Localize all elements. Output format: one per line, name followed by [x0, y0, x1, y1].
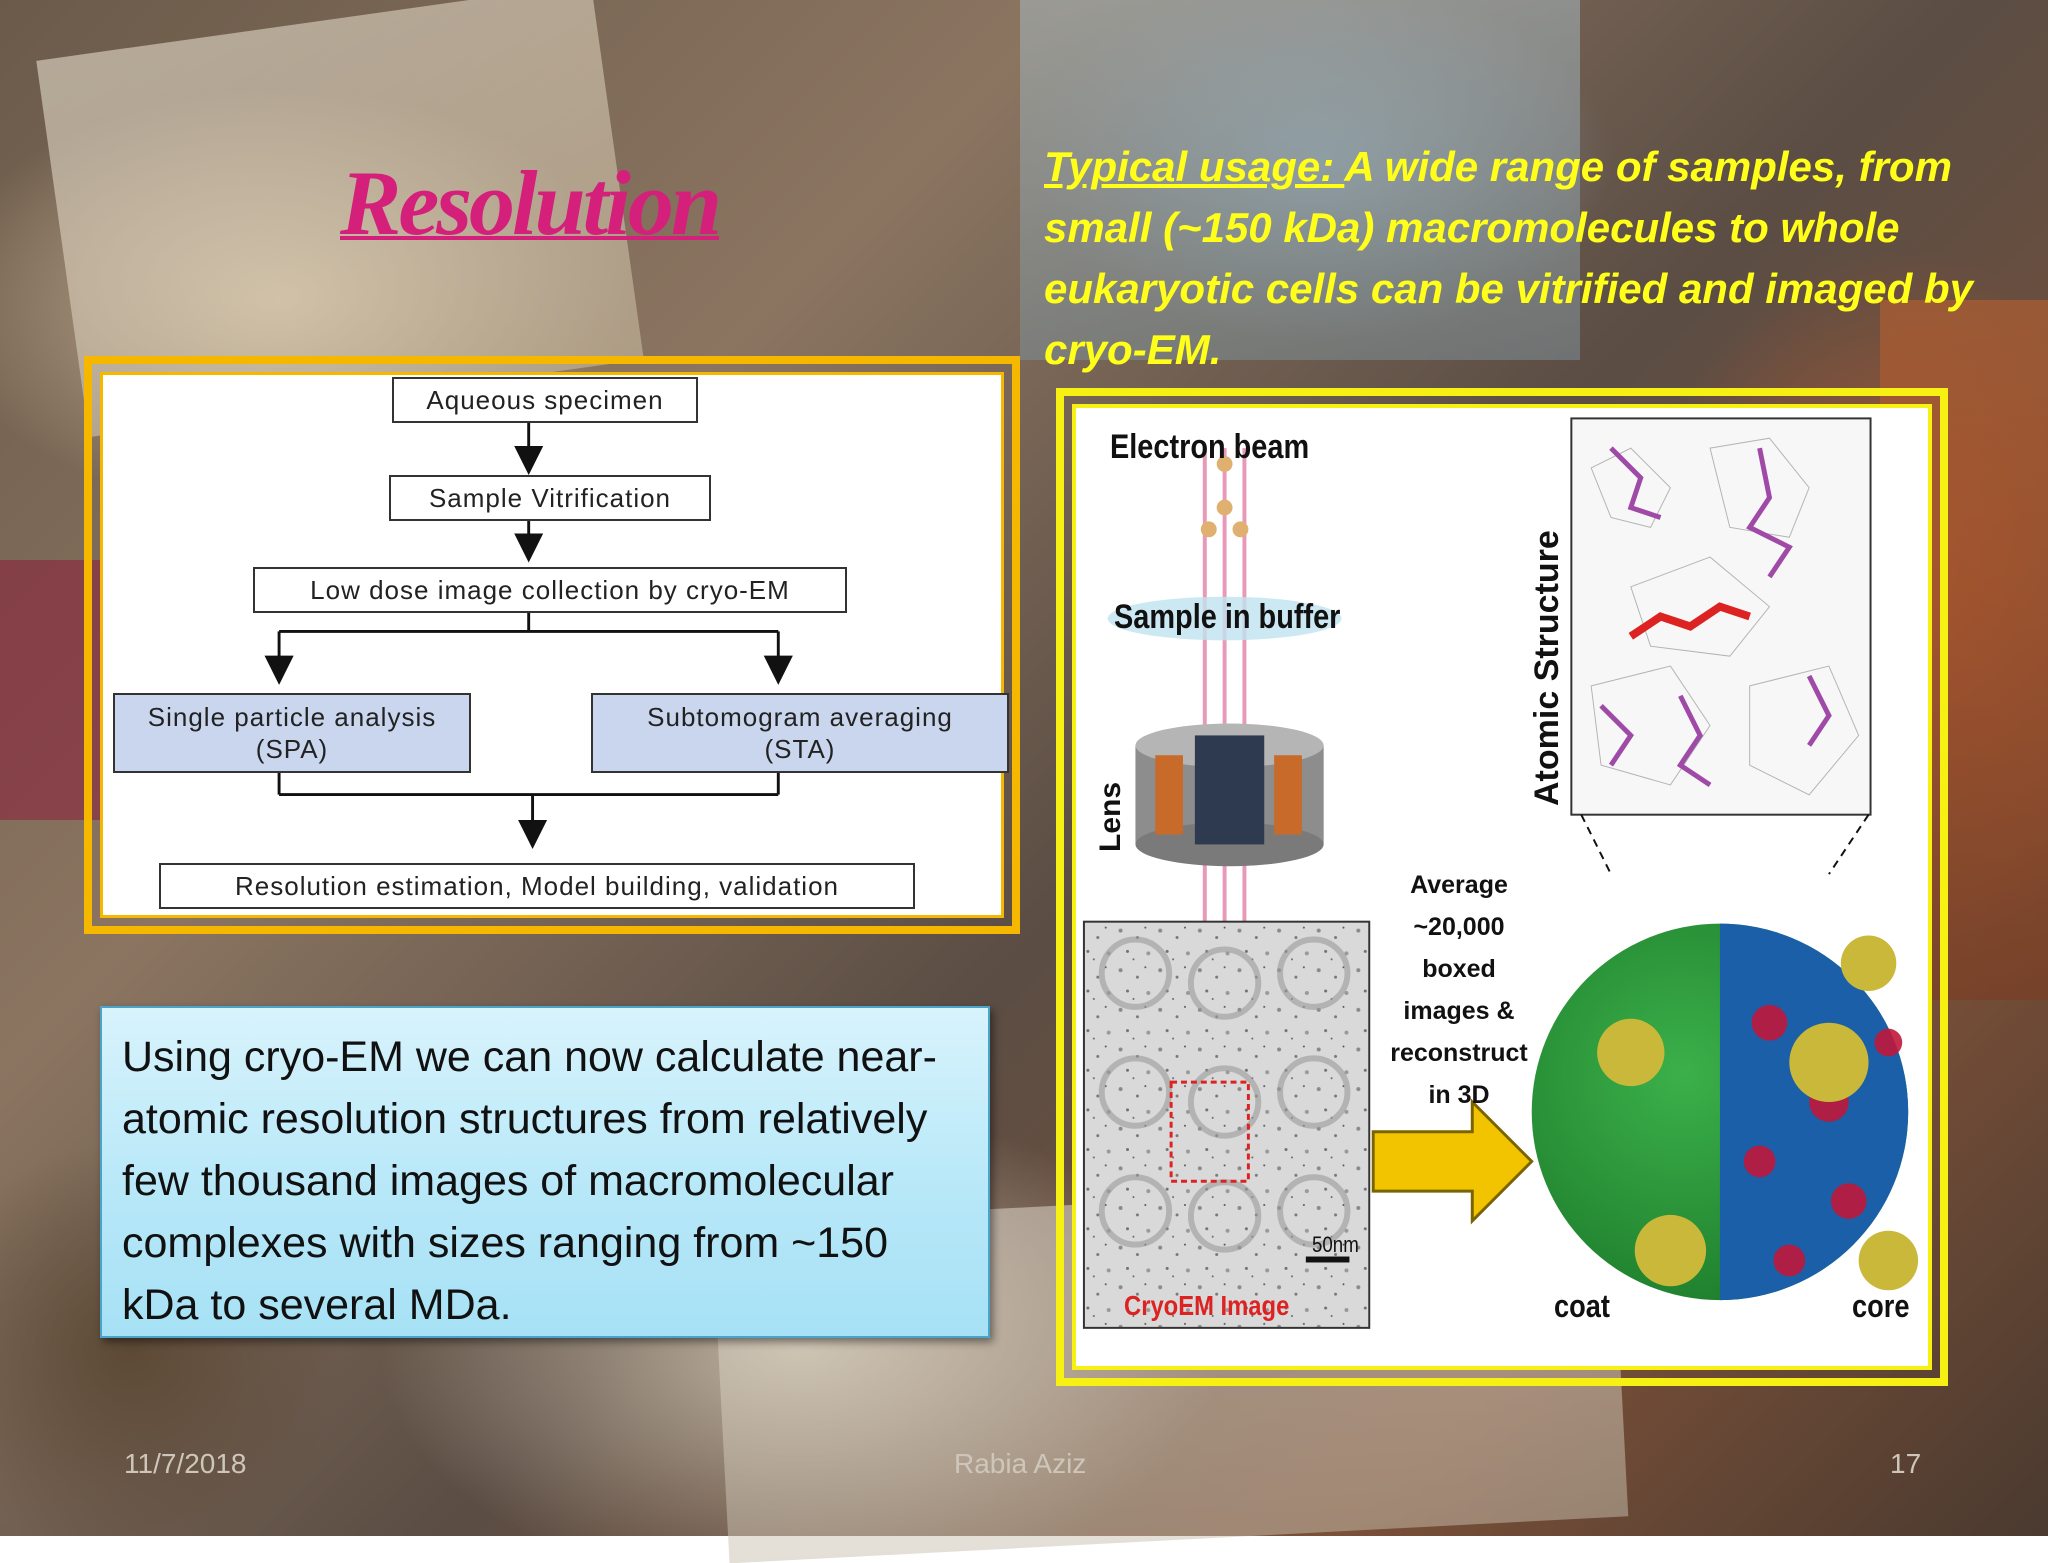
flow-branch-sta: Subtomogram averaging (STA) — [591, 693, 1009, 773]
footer-page-number: 17 — [1890, 1448, 1922, 1479]
slide-title: Resolution — [340, 152, 722, 254]
flow-branch-spa-line1: Single particle analysis — [147, 702, 437, 732]
cryoem-image-label: CryoEM Image — [1124, 1290, 1290, 1321]
atomic-structure-label: Atomic Structure — [1528, 530, 1566, 806]
average-line4: images & — [1403, 997, 1515, 1025]
lens-label: Lens — [1094, 781, 1127, 852]
flow-step-image-collection: Low dose image collection by cryo-EM — [253, 567, 847, 613]
average-line1: Average — [1410, 871, 1508, 899]
flowchart: Aqueous specimen Sample Vitrification Lo… — [100, 372, 1009, 918]
footer-author: Rabia Aziz — [954, 1448, 1087, 1479]
info-text-box: Using cryo-EM we can now calculate near-… — [100, 1006, 990, 1338]
typical-usage-body: A wide range of samples, from small (~15… — [1044, 143, 1974, 373]
scale-bar-label: 50nm — [1312, 1232, 1359, 1257]
core-label: core — [1852, 1288, 1910, 1324]
average-line3: boxed — [1422, 955, 1496, 983]
cryoem-figure-frame: Electron beam Sample in buffer Lens Atom… — [1056, 388, 1948, 1386]
flow-branch-sta-line2: (STA) — [764, 734, 836, 764]
sample-in-buffer-label: Sample in buffer — [1114, 598, 1341, 636]
flow-branch-spa-line2: (SPA) — [255, 734, 329, 764]
flow-step-sample-vitrification: Sample Vitrification — [389, 475, 711, 521]
typical-usage-text: Typical usage: A wide range of samples, … — [1044, 136, 2034, 380]
cryoem-figure-graphic — [1082, 417, 1919, 1329]
flow-step-resolution-estimation: Resolution estimation, Model building, v… — [159, 863, 915, 909]
average-line2: ~20,000 — [1413, 913, 1505, 941]
typical-usage-lead: Typical usage: — [1044, 143, 1345, 190]
flow-branch-spa: Single particle analysis (SPA) — [113, 693, 471, 773]
flowchart-connectors — [264, 420, 793, 849]
flowchart-frame: Aqueous specimen Sample Vitrification Lo… — [84, 356, 1020, 934]
cryoem-figure: Electron beam Sample in buffer Lens Atom… — [1072, 404, 1932, 1370]
footer-date: 11/7/2018 — [124, 1448, 247, 1479]
coat-label: coat — [1554, 1288, 1610, 1324]
average-line5: reconstruct — [1390, 1039, 1528, 1067]
flow-step-aqueous-specimen: Aqueous specimen — [392, 377, 698, 423]
info-text: Using cryo-EM we can now calculate near-… — [122, 1033, 937, 1329]
average-line6: in 3D — [1428, 1081, 1490, 1109]
flow-branch-sta-line1: Subtomogram averaging — [647, 702, 953, 732]
electron-beam-label: Electron beam — [1110, 428, 1310, 466]
average-text: Average ~20,000 boxed images & reconstru… — [1384, 864, 1534, 1116]
